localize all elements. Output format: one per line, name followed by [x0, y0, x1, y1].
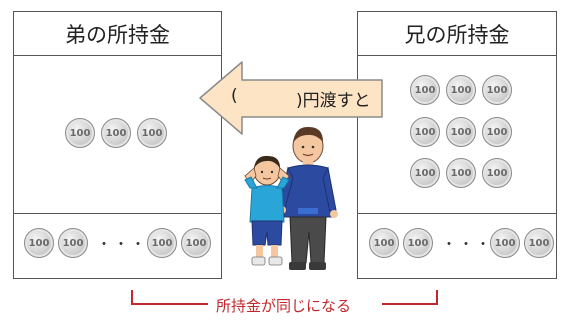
extra-divider [14, 213, 221, 214]
arrow-label: )円渡すと [296, 91, 371, 111]
younger-brother-figure [244, 155, 290, 266]
younger-brother-title: 弟の所持金 [65, 23, 170, 47]
bracket-line-left [131, 290, 208, 305]
older-brother-figure [278, 126, 338, 270]
coin-100: 100 [137, 118, 167, 148]
coin-100: 100 [490, 228, 520, 258]
arrow-open-paren: ( [231, 86, 238, 106]
ellipsis: ・・・ [97, 237, 148, 253]
coin-100: 100 [101, 118, 131, 148]
coin-100: 100 [181, 228, 211, 258]
equal-label: 所持金が同じになる [216, 297, 352, 315]
coin-100: 100 [403, 228, 433, 258]
coin-100: 100 [410, 117, 440, 147]
coin-100: 100 [410, 75, 440, 105]
title-divider [358, 55, 556, 56]
coin-100: 100 [65, 118, 95, 148]
title-divider [14, 55, 221, 56]
coin-100: 100 [446, 117, 476, 147]
coin-100: 100 [147, 228, 177, 258]
older-brother-title: 兄の所持金 [404, 23, 510, 47]
coin-100: 100 [482, 75, 512, 105]
coin-100: 100 [410, 158, 440, 188]
extra-divider [358, 213, 556, 214]
coin-100: 100 [58, 228, 88, 258]
bracket-line-right [382, 290, 438, 305]
coin-100: 100 [369, 228, 399, 258]
coin-100: 100 [482, 117, 512, 147]
coin-100: 100 [446, 75, 476, 105]
coin-100: 100 [482, 158, 512, 188]
coin-100: 100 [446, 158, 476, 188]
coin-100: 100 [524, 228, 554, 258]
coin-100: 100 [24, 228, 54, 258]
ellipsis: ・・・ [442, 237, 493, 253]
